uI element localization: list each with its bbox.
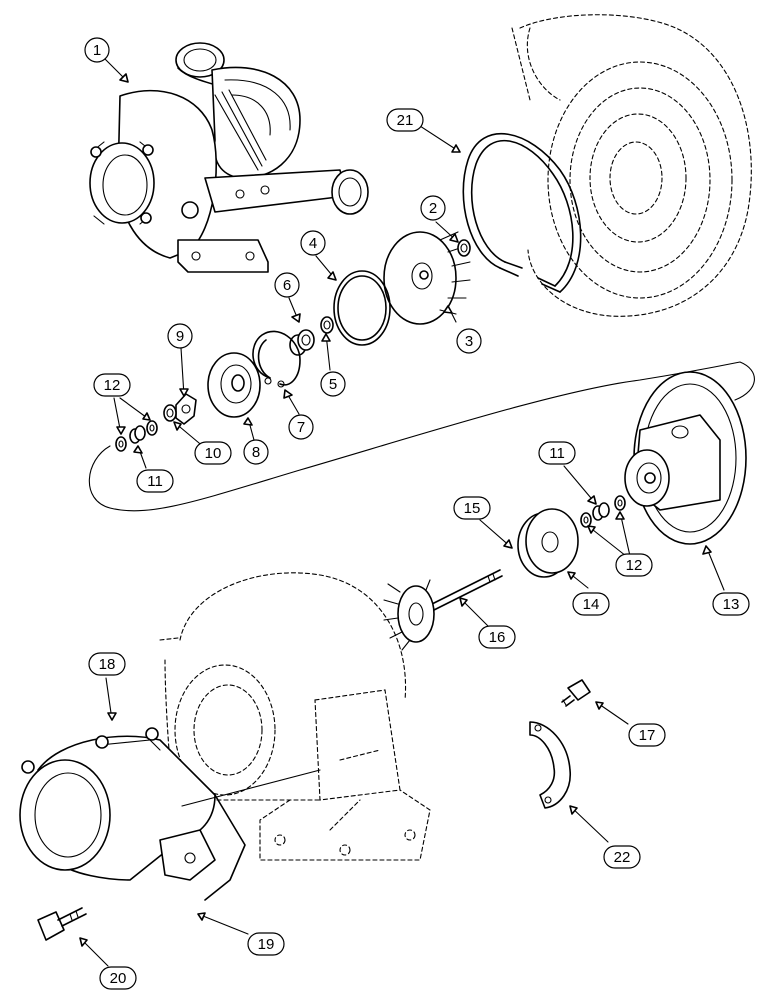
callout-12-left-label: 12 (104, 377, 121, 394)
callout-11-left-label: 11 (147, 473, 163, 490)
callout-16-label: 16 (489, 629, 506, 646)
part-5-washer (320, 316, 334, 334)
part-13-center-housing (624, 371, 747, 545)
part-12-rings-right (580, 495, 626, 528)
callout-2: 2 (420, 195, 446, 221)
part-18-outlet-elbow (19, 727, 246, 901)
callout-5: 5 (320, 371, 346, 397)
callout-11-left: 11 (136, 469, 174, 493)
callout-19-label: 19 (258, 936, 275, 953)
callout-20-label: 20 (110, 970, 127, 987)
callout-10-label: 10 (205, 445, 222, 462)
callout-22: 22 (603, 845, 641, 869)
callout-21-label: 21 (397, 112, 414, 129)
callout-17: 17 (628, 723, 666, 747)
callout-14: 14 (572, 592, 610, 616)
callout-7: 7 (288, 414, 314, 440)
callout-4-label: 4 (309, 235, 317, 252)
callout-11-right: 11 (538, 441, 576, 465)
callout-10: 10 (194, 441, 232, 465)
callout-12-left: 12 (93, 373, 131, 397)
callout-15-label: 15 (464, 500, 481, 517)
callout-3-label: 3 (465, 333, 473, 350)
callout-20: 20 (99, 966, 137, 990)
callout-8-label: 8 (252, 444, 260, 461)
callout-18-label: 18 (99, 656, 116, 673)
callout-22-label: 22 (614, 849, 631, 866)
part-21-snap-ring (462, 132, 582, 293)
part-2-nut (457, 239, 471, 257)
assembly-group-outline (88, 361, 755, 512)
alignment-line (181, 769, 321, 807)
callout-18: 18 (88, 652, 126, 676)
part-16-turbine-shaft (383, 569, 503, 651)
callout-6: 6 (274, 272, 300, 298)
callout-8: 8 (243, 439, 269, 465)
part-6-sleeve (289, 329, 315, 356)
callout-21: 21 (386, 108, 424, 132)
part-12-rings-left (115, 420, 158, 452)
callout-4: 4 (300, 230, 326, 256)
part-17-bolt (561, 679, 591, 707)
part-3-compressor-wheel (383, 231, 471, 325)
callout-1: 1 (84, 37, 110, 63)
callout-13: 13 (712, 592, 750, 616)
part-7-retaining-ring (252, 330, 301, 388)
callout-13-label: 13 (723, 596, 740, 613)
part-11-bearing-left (129, 425, 146, 444)
callout-16: 16 (478, 625, 516, 649)
part-9-thrust-bearing (175, 393, 197, 425)
part-turbocharger-assembly (89, 42, 369, 273)
part-10-collar (163, 404, 177, 422)
callout-9: 9 (167, 323, 193, 349)
callout-17-label: 17 (639, 727, 656, 744)
callout-5-label: 5 (329, 376, 337, 393)
callout-12-right: 12 (615, 553, 653, 577)
callout-1-label: 1 (93, 42, 101, 59)
part-20-bolt (37, 907, 87, 941)
leader-lines (79, 57, 725, 967)
part-22-gasket (529, 721, 571, 809)
callout-2-label: 2 (429, 200, 437, 217)
callout-11-right-label: 11 (549, 445, 565, 462)
callout-9-label: 9 (176, 328, 184, 345)
callout-19: 19 (247, 932, 285, 956)
part-4-o-ring (333, 270, 391, 346)
part-8-insert (207, 352, 261, 418)
phantom-compressor-housing (511, 14, 752, 317)
callout-12-right-label: 12 (626, 557, 643, 574)
callout-6-label: 6 (283, 277, 291, 294)
callout-3: 3 (456, 328, 482, 354)
callout-14-label: 14 (583, 596, 600, 613)
callout-15: 15 (453, 496, 491, 520)
part-11-bearing-right (592, 502, 610, 521)
part-14-heat-shield (517, 508, 579, 578)
callout-7-label: 7 (297, 419, 305, 436)
